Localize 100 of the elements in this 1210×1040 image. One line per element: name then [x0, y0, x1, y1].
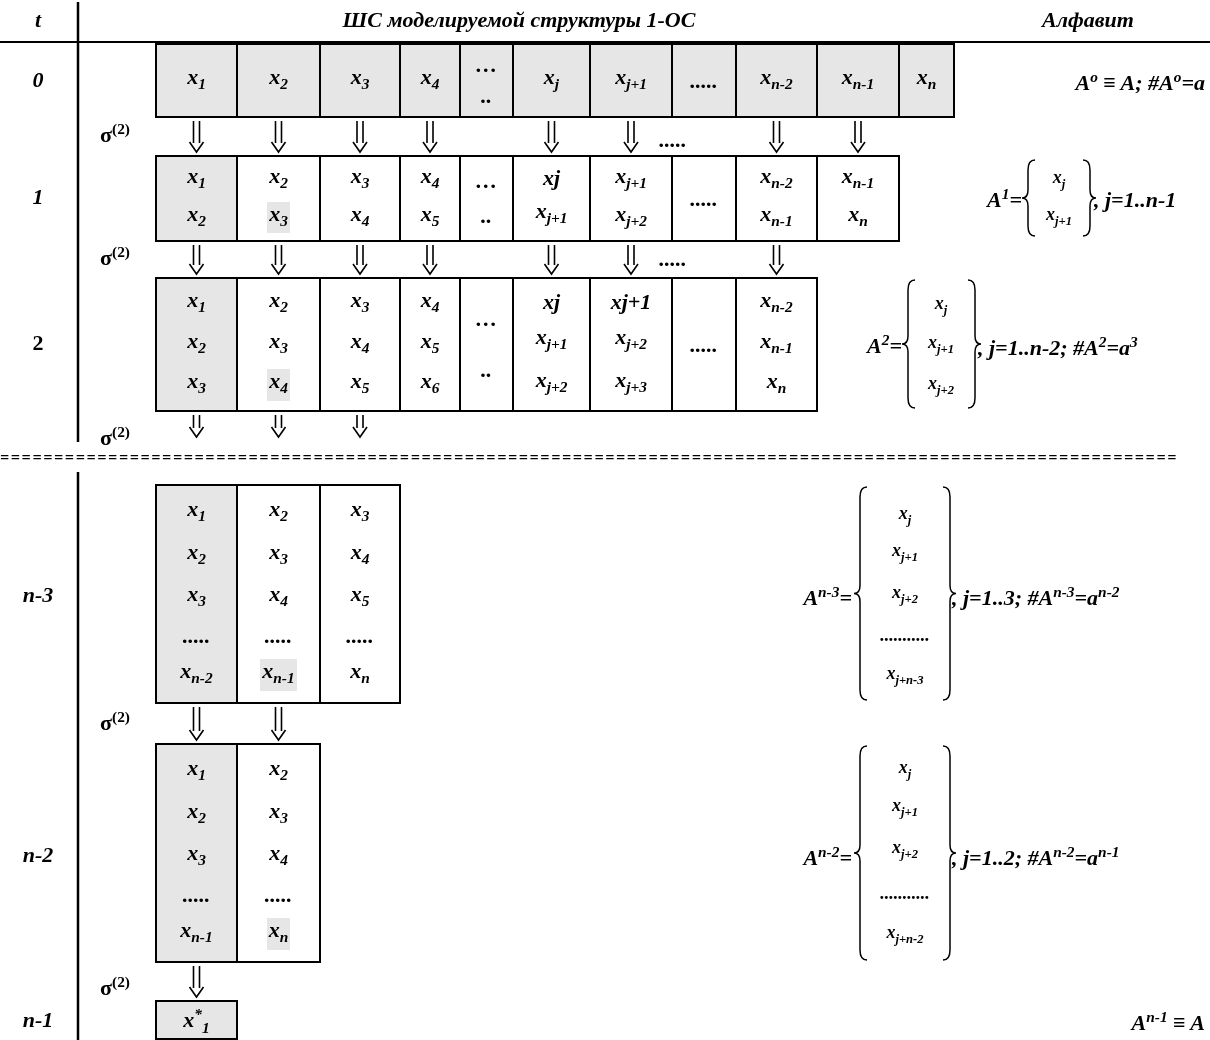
- formula-text: x$_{j}$: [898, 501, 912, 529]
- formula-text: x$_{j+1}$: [1046, 202, 1072, 230]
- variable-text: x$_{n-1}$: [179, 918, 214, 948]
- variable-text: x$_{n-1}$: [260, 659, 297, 691]
- column-header: Алфавит: [1042, 7, 1134, 33]
- matrix-cell: [319, 155, 401, 242]
- matrix-cell: [512, 155, 591, 242]
- double-arrow: [270, 244, 287, 276]
- variable-text: x$_{2}$: [268, 163, 289, 194]
- double-arrow: [543, 120, 560, 154]
- variable-text: x$_{2}$: [186, 201, 207, 232]
- variable-text: x$_{j+1}$: [614, 163, 648, 194]
- matrix-cell: [319, 277, 401, 412]
- variable-text: x$_{n}$: [349, 659, 371, 689]
- matrix-cell: [671, 277, 737, 412]
- matrix-cell: [155, 277, 238, 412]
- variable-text: …: [474, 52, 499, 77]
- formula-text: x$_{j+1}$: [928, 330, 954, 358]
- variable-text: x$_{2}$: [268, 497, 289, 527]
- variable-text: x$_{4}$: [349, 328, 371, 359]
- matrix-cell: [399, 155, 461, 242]
- variable-text: .....: [345, 624, 375, 649]
- matrix-cell: [319, 484, 401, 704]
- matrix-cell: [155, 43, 238, 118]
- matrix-cell: [236, 277, 321, 412]
- variable-text: x$_{n-2}$: [759, 64, 794, 95]
- variable-text: x$_{3}$: [268, 798, 289, 828]
- variable-text: x$_{4}$: [419, 288, 441, 318]
- variable-text: …: [474, 306, 499, 331]
- double-arrow: [623, 120, 639, 154]
- double-arrow: [188, 706, 205, 742]
- formula-text: , j=1..n-2; #A$^{2}$=a$^{3}$: [978, 331, 1138, 362]
- formula-text: x$_{j+n-2}$: [886, 920, 924, 948]
- variable-text: ..: [480, 84, 493, 109]
- matrix-cell: [816, 155, 900, 242]
- variable-text: ..: [480, 204, 493, 229]
- variable-text: x$_{1}$: [186, 163, 207, 194]
- variable-text: x$_{4}$: [419, 64, 441, 95]
- double-arrow: [270, 414, 287, 439]
- matrix-cell: [816, 43, 900, 118]
- variable-text: x$_{1}$: [186, 756, 207, 786]
- variable-text: xj: [541, 166, 562, 191]
- formula-text: A$^{1}$=: [987, 183, 1022, 214]
- variable-text: xj: [541, 290, 562, 315]
- matrix-cell: [236, 43, 321, 118]
- double-arrow: [422, 120, 438, 154]
- variable-text: .....: [263, 624, 294, 649]
- variable-text: x$_{n-2}$: [759, 288, 794, 318]
- matrix-cell: [236, 484, 321, 704]
- variable-text: ..: [480, 358, 493, 383]
- double-arrow: [188, 965, 205, 999]
- variable-text: x$_{n-2}$: [179, 659, 214, 689]
- variable-text: x$_{j+2}$: [614, 325, 648, 355]
- variable-text: x$_{4}$: [349, 201, 371, 232]
- double-arrow: [270, 120, 287, 154]
- matrix-cell: [155, 1000, 238, 1040]
- matrix-cell: [155, 484, 238, 704]
- variable-text: x$_{3}$: [268, 328, 289, 359]
- row-label: 1: [32, 184, 44, 210]
- matrix-cell: [459, 277, 514, 412]
- double-arrow: [623, 244, 639, 276]
- variable-text: x$_{1}$: [186, 288, 207, 318]
- double-arrow: [188, 120, 205, 154]
- variable-text: x$_{2}$: [268, 64, 289, 95]
- operator-label: σ$^{(2)}$: [100, 118, 130, 149]
- formula-text: , j=1..2; #A$^{n-2}$=a$^{n-1}$: [952, 841, 1120, 872]
- variable-text: x$_{j+1}$: [614, 64, 648, 95]
- double-arrow: [188, 244, 205, 276]
- row-label: n-2: [22, 842, 54, 868]
- formula-text: A$^{2}$=: [867, 329, 902, 360]
- variable-text: x$_{n-1}$: [840, 64, 876, 95]
- ellipsis-text: .....: [659, 246, 687, 272]
- variable-text: …: [474, 168, 499, 193]
- variable-text: x$_{n-1}$: [759, 328, 794, 359]
- variable-text: x$_{3}$: [349, 64, 371, 95]
- formula-text: A$^{n-3}$=: [803, 581, 852, 612]
- operator-label: σ$^{(2)}$: [100, 241, 130, 272]
- row-label: n-3: [22, 582, 54, 608]
- variable-text: x$_{3}$: [186, 369, 207, 399]
- matrix-cell: [671, 155, 737, 242]
- variable-text: x$_{2}$: [186, 539, 207, 569]
- formula-text: , j=1..3; #A$^{n-3}$=a$^{n-2}$: [952, 581, 1120, 612]
- matrix-cell: [236, 743, 321, 963]
- variable-text: xj+1: [609, 290, 653, 315]
- variable-text: x$_{3}$: [268, 539, 289, 569]
- matrix-cell: [236, 155, 321, 242]
- double-arrow: [352, 244, 368, 276]
- matrix-cell: [459, 43, 514, 118]
- formula-text: x$_{j}$: [1052, 165, 1066, 193]
- variable-text: x$_{5}$: [419, 201, 441, 232]
- variable-text: x$_{n}$: [266, 918, 291, 950]
- formula-text: x$_{j+2}$: [928, 371, 954, 399]
- matrix-cell: [512, 43, 591, 118]
- matrix-cell: [735, 277, 818, 412]
- column-header: ШС моделируемой структуры 1-ОС: [342, 7, 696, 33]
- row-label: n-1: [22, 1007, 54, 1033]
- separator-text: =============================================================================================================: [0, 451, 1178, 465]
- formula-text: , j=1..n-1: [1094, 187, 1177, 213]
- matrix-cell: [735, 155, 818, 242]
- variable-text: x$_{5}$: [349, 369, 371, 399]
